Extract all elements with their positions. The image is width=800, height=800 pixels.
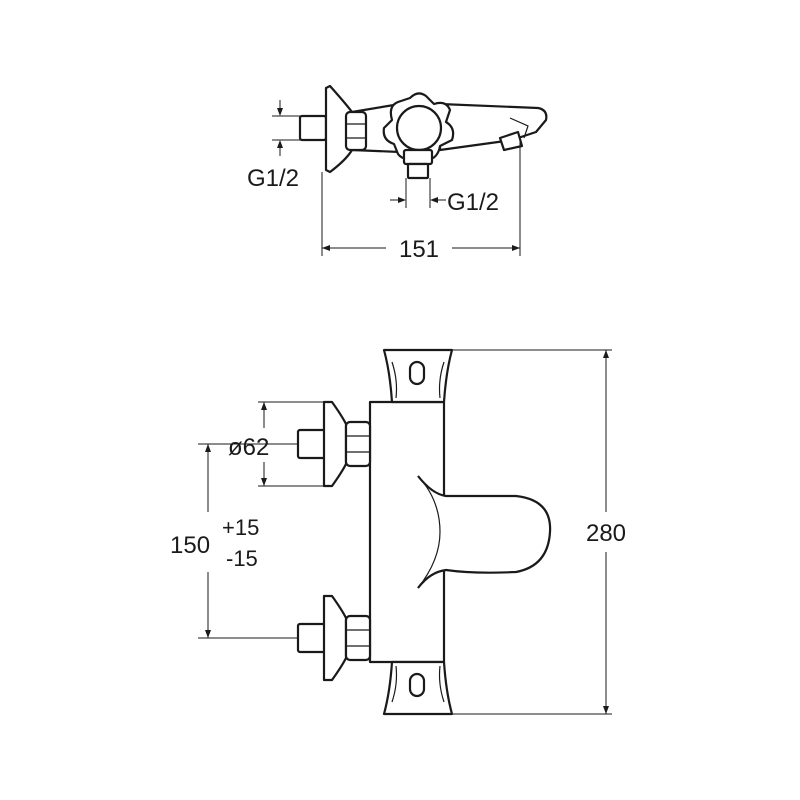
dim-centers: 150 +15 -15 bbox=[170, 443, 298, 639]
dim-height: 280 bbox=[452, 349, 626, 715]
dim-thread-left: G1/2 bbox=[247, 100, 300, 192]
bottom-cap-slot bbox=[408, 672, 426, 698]
lower-inlet bbox=[296, 594, 372, 682]
bottom-outlet bbox=[406, 162, 430, 180]
label-tolerance-minus: -15 bbox=[226, 546, 258, 571]
front-view: ø62 150 +15 -15 280 bbox=[170, 348, 626, 716]
spout bbox=[438, 102, 548, 152]
top-cap-slot bbox=[408, 360, 426, 386]
top-control-knob bbox=[395, 104, 443, 152]
bottom-fitting bbox=[402, 148, 434, 166]
label-thread-bottom: G1/2 bbox=[447, 189, 499, 216]
left-inlet-pipe bbox=[298, 114, 328, 142]
top-view: G1/2 G1/2 151 bbox=[247, 84, 548, 263]
label-width: 151 bbox=[399, 236, 439, 263]
label-height: 280 bbox=[586, 520, 626, 547]
left-nut bbox=[344, 110, 368, 152]
dim-diameter: ø62 bbox=[228, 401, 324, 487]
label-diameter: ø62 bbox=[228, 434, 269, 461]
spout-outlet bbox=[498, 130, 524, 152]
dim-width: 151 bbox=[321, 140, 521, 263]
upper-inlet bbox=[296, 400, 372, 488]
dim-thread-bottom: G1/2 bbox=[390, 178, 499, 216]
label-thread-left: G1/2 bbox=[247, 165, 299, 192]
label-tolerance-plus: +15 bbox=[222, 515, 259, 540]
label-centers: 150 bbox=[170, 532, 210, 559]
lever-handle bbox=[417, 475, 552, 589]
